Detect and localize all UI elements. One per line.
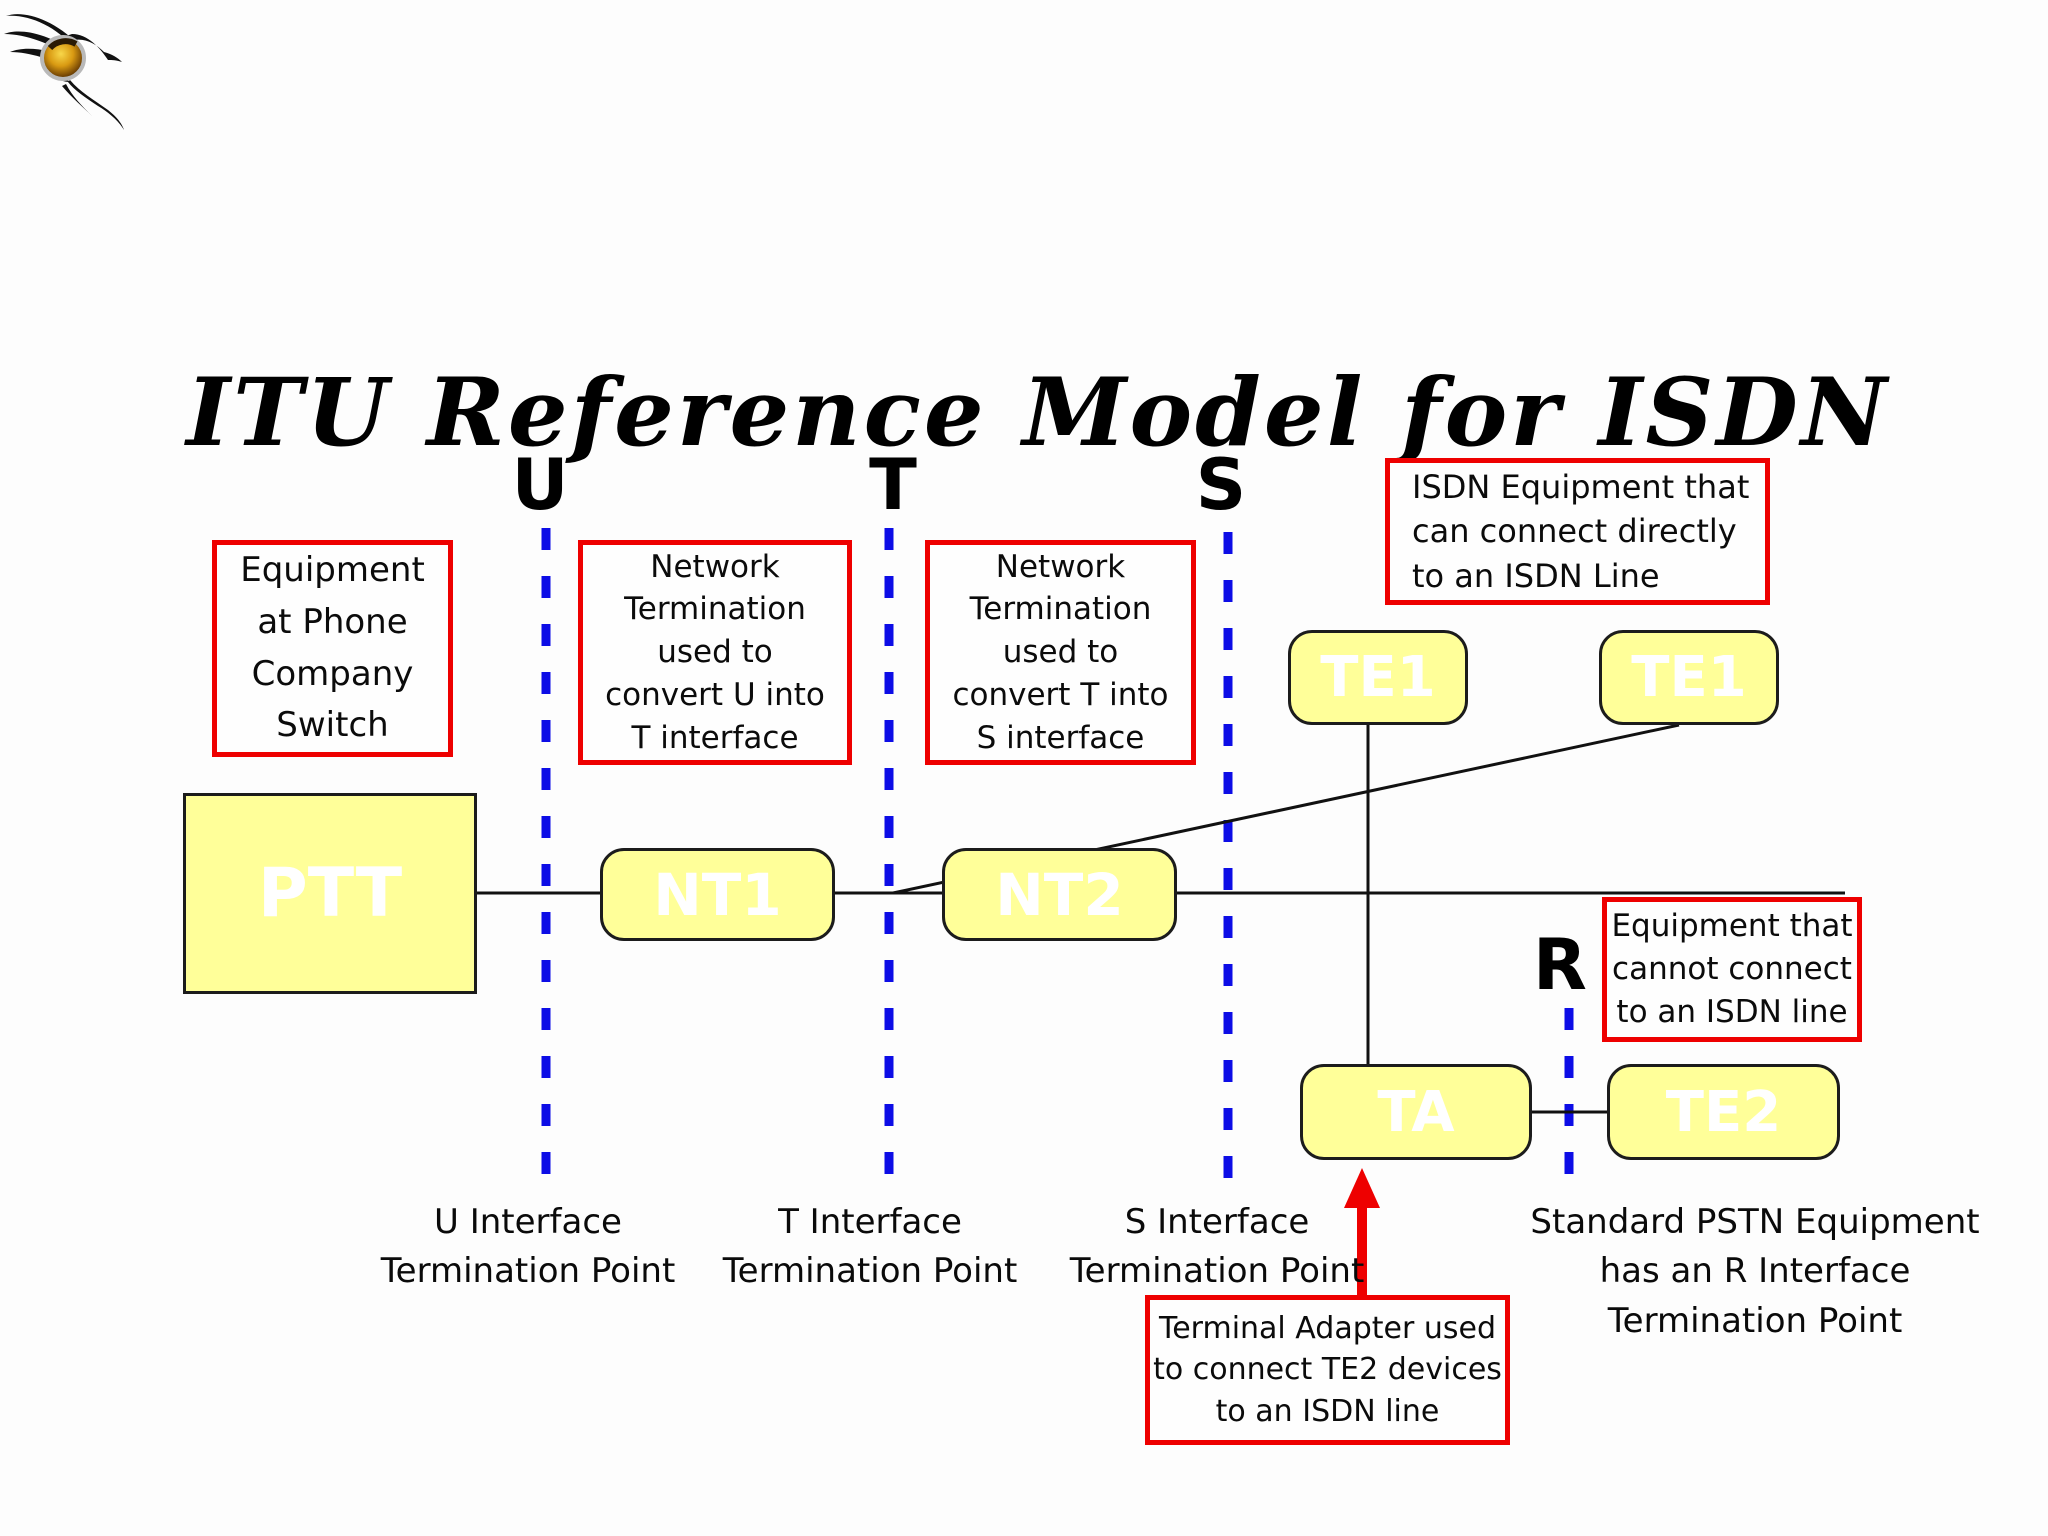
callout-non-isdn-equipment: Equipment that cannot connect to an ISDN… <box>1602 897 1862 1042</box>
node-te1-a-label: TE1 <box>1320 645 1436 710</box>
t-interface-letter: T <box>869 444 917 526</box>
ta-arrow <box>1344 1168 1380 1295</box>
node-nt1-label: NT1 <box>653 860 782 929</box>
callout-line: used to <box>657 634 773 671</box>
logo-tail-2 <box>62 84 92 116</box>
s-interface-letter: S <box>1195 444 1247 526</box>
label-line: has an R Interface <box>1599 1251 1911 1292</box>
label-line: T Interface <box>778 1202 962 1242</box>
label-line: Termination Point <box>380 1251 676 1292</box>
label-line: Termination Point <box>1607 1300 1903 1341</box>
logo-head <box>45 34 122 82</box>
label-line: S Interface <box>1124 1202 1310 1242</box>
node-ptt-label: PTT <box>257 854 403 933</box>
label-line: Termination Point <box>722 1251 1018 1292</box>
callout-line: cannot connect <box>1612 951 1852 988</box>
callout-line: to an ISDN line <box>1616 993 1848 1030</box>
node-nt2-label: NT2 <box>995 860 1124 929</box>
callout-line: convert T into <box>952 676 1169 713</box>
node-ta-label: TA <box>1377 1079 1455 1145</box>
node-ta: TA <box>1300 1064 1532 1160</box>
callout-line: Switch <box>276 705 389 746</box>
callout-line: Terminal Adapter used <box>1158 1310 1497 1346</box>
label-line: Standard PSTN Equipment <box>1530 1202 1980 1242</box>
callout-phone-switch: Equipment at Phone Company Switch <box>212 540 453 757</box>
u-termination-label: U Interface Termination Point <box>381 1198 676 1297</box>
callout-line: to connect TE2 devices <box>1153 1352 1502 1388</box>
node-te2: TE2 <box>1607 1064 1840 1160</box>
callout-line: Network <box>650 548 780 585</box>
callout-nt-t-to-s: Network Termination used to convert T in… <box>925 540 1196 765</box>
callout-line: Network <box>995 548 1126 585</box>
callout-line: can connect directly <box>1412 512 1737 551</box>
r-interface-letter: R <box>1533 924 1587 1006</box>
callout-line: Company <box>251 653 414 694</box>
logo-tail-1 <box>68 80 124 130</box>
node-nt1: NT1 <box>600 848 835 941</box>
dragon-logo <box>4 14 124 130</box>
ta-arrow-shaft <box>1357 1203 1367 1295</box>
node-nt2: NT2 <box>942 848 1177 941</box>
callout-line: Termination <box>624 591 806 628</box>
callout-line: T interface <box>631 719 799 756</box>
callout-line: Termination <box>969 591 1152 628</box>
t-termination-label: T Interface Termination Point <box>723 1198 1018 1297</box>
label-line: U Interface <box>434 1202 622 1242</box>
callout-nt-u-to-t: Network Termination used to convert U in… <box>578 540 852 765</box>
logo-wing-1 <box>6 14 78 48</box>
callout-line: convert U into <box>605 676 825 713</box>
node-te1-b: TE1 <box>1599 630 1779 725</box>
u-interface-letter: U <box>511 444 569 526</box>
label-line: Termination Point <box>1069 1251 1365 1292</box>
callout-line: ISDN Equipment that <box>1412 468 1750 507</box>
node-te1-b-label: TE1 <box>1631 645 1747 710</box>
callout-line: Equipment that <box>1611 908 1853 945</box>
page-title: ITU Reference Model for ISDN <box>186 358 1890 468</box>
callout-line: to an ISDN line <box>1215 1393 1440 1429</box>
callout-line: S interface <box>976 719 1145 756</box>
callout-line: used to <box>1002 634 1119 671</box>
node-te2-label: TE2 <box>1665 1079 1782 1145</box>
ta-arrow-head <box>1344 1168 1380 1208</box>
node-ptt: PTT <box>183 793 477 994</box>
r-termination-label: Standard PSTN Equipment has an R Interfa… <box>1530 1198 1979 1346</box>
node-te1-a: TE1 <box>1288 630 1468 725</box>
callout-line: at Phone <box>257 601 408 642</box>
callout-terminal-adapter: Terminal Adapter used to connect TE2 dev… <box>1145 1295 1510 1445</box>
logo-orb-shadow <box>47 38 78 51</box>
s-termination-label: S Interface Termination Point <box>1070 1198 1365 1297</box>
callout-isdn-equipment: ISDN Equipment that can connect directly… <box>1385 458 1770 605</box>
callout-line: Equipment <box>240 550 425 591</box>
callout-line: to an ISDN Line <box>1412 556 1660 595</box>
